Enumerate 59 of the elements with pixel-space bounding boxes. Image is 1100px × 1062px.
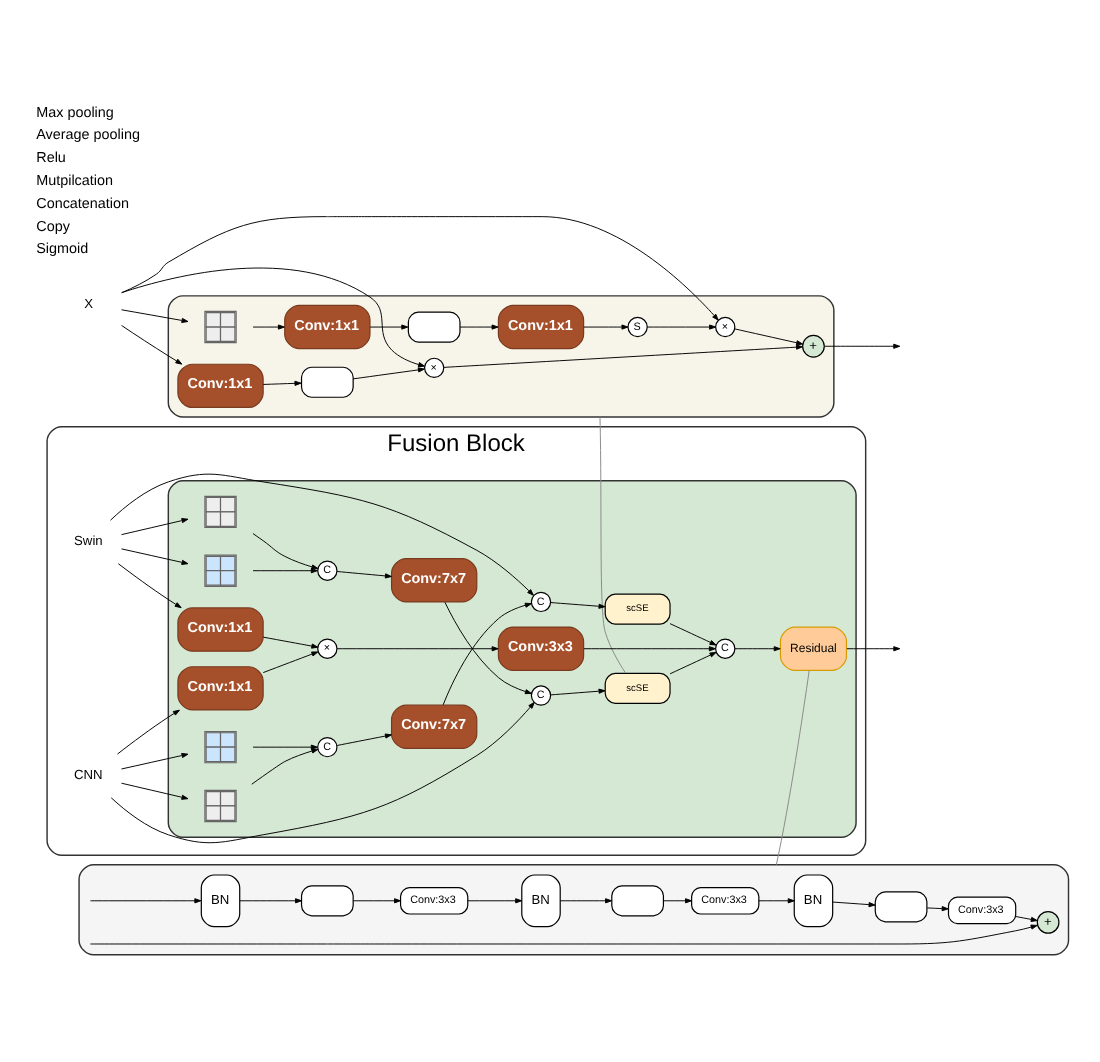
arrow bbox=[121, 517, 189, 535]
arrow bbox=[336, 570, 392, 578]
arrow bbox=[846, 645, 901, 651]
arrow bbox=[121, 547, 189, 564]
arrow bbox=[758, 897, 795, 903]
arrow bbox=[734, 645, 781, 651]
arrow bbox=[1015, 915, 1038, 929]
arrow bbox=[121, 308, 189, 322]
arrow bbox=[89, 915, 1038, 944]
arrow bbox=[252, 323, 285, 329]
arrow bbox=[669, 622, 717, 645]
arrow bbox=[262, 635, 319, 648]
arrow bbox=[467, 897, 523, 903]
cluster bbox=[167, 478, 857, 837]
arrow bbox=[252, 532, 319, 569]
node-box bbox=[300, 884, 354, 916]
arrow bbox=[121, 781, 189, 799]
arrow bbox=[369, 323, 409, 329]
node-box bbox=[407, 310, 461, 342]
arrow bbox=[443, 343, 803, 367]
arrow bbox=[583, 645, 716, 651]
arrow bbox=[559, 897, 612, 903]
arrow bbox=[352, 897, 401, 903]
arrow bbox=[459, 323, 499, 329]
cluster bbox=[78, 863, 1070, 955]
arrow bbox=[550, 687, 606, 695]
node-box bbox=[611, 884, 665, 916]
arrow bbox=[121, 266, 426, 367]
arrow bbox=[550, 601, 606, 608]
arrow bbox=[336, 645, 499, 651]
arrow bbox=[669, 650, 717, 674]
arrow bbox=[352, 366, 425, 379]
arrow bbox=[646, 323, 717, 329]
arrow bbox=[121, 324, 183, 364]
arrow bbox=[926, 905, 949, 911]
arrow bbox=[89, 897, 202, 903]
arrow bbox=[121, 751, 189, 769]
node-box bbox=[300, 365, 354, 397]
arrow bbox=[110, 700, 535, 843]
arrow bbox=[252, 743, 318, 749]
cluster bbox=[167, 294, 835, 417]
arrow bbox=[663, 897, 692, 903]
arrow bbox=[117, 562, 182, 608]
arrow bbox=[734, 327, 804, 345]
connector bbox=[599, 415, 626, 673]
arrow bbox=[336, 732, 392, 745]
arrow bbox=[110, 472, 534, 595]
node-box bbox=[874, 890, 928, 922]
connector bbox=[775, 669, 810, 865]
arrow bbox=[823, 342, 901, 348]
arrow bbox=[251, 747, 319, 784]
arrow bbox=[262, 650, 319, 673]
arrow bbox=[262, 379, 302, 385]
arrow bbox=[583, 323, 629, 329]
arrow bbox=[239, 897, 302, 903]
arrow bbox=[832, 900, 876, 907]
arrow bbox=[116, 708, 180, 754]
arrow bbox=[252, 567, 318, 573]
arrow bbox=[121, 215, 719, 320]
